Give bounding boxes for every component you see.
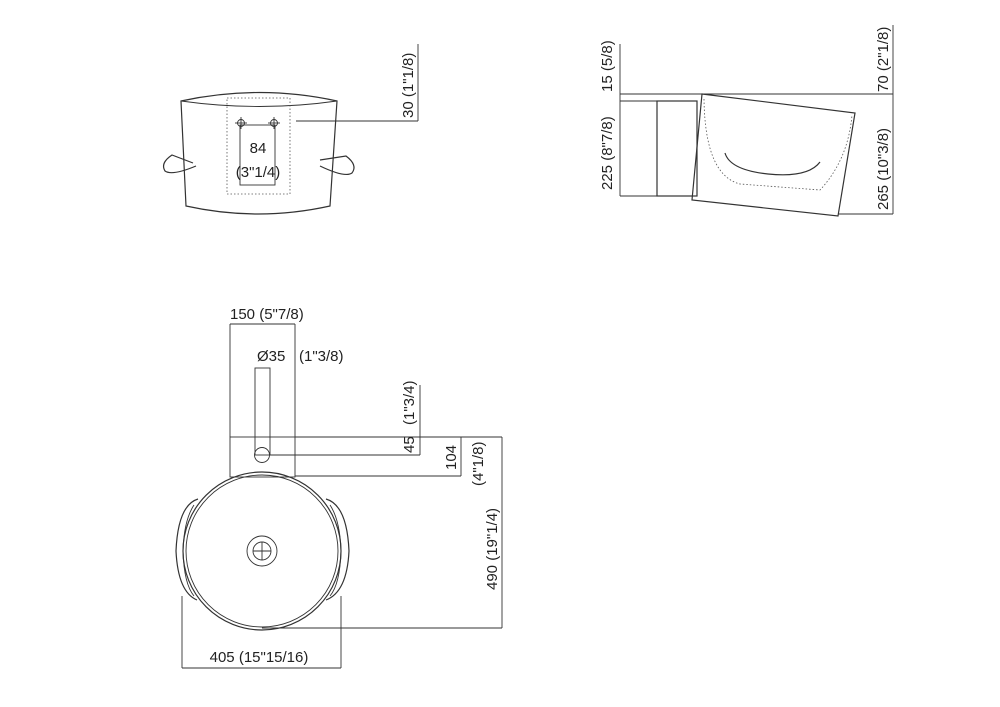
plan-handle-right-icon <box>325 498 350 601</box>
plan-handle-right-inner <box>329 504 342 597</box>
front-view-basin-outline <box>180 91 338 215</box>
side-rim-thickness-label: 15 (5/8) <box>599 40 616 92</box>
side-basin-height-label: 265 (10"3/8) <box>875 128 892 210</box>
hole-offset-label: 45 <box>401 436 418 453</box>
plan-view: 150 (5"7/8) Ø35 (1"3/8) 45 (1"3/4) 104 (… <box>175 306 503 669</box>
deck-depth-inch-label: (4"1/8) <box>470 441 487 486</box>
side-basin-hidden-bowl <box>703 98 853 191</box>
tap-hole-leader <box>254 367 271 456</box>
front-view-rim-line <box>180 100 338 107</box>
front-view: 30 (1"1/8) 84 (3"1/4) <box>162 44 419 215</box>
tap-spacing-inch-label: (3"1/4) <box>236 164 281 181</box>
tap-spacing-label: 84 <box>250 140 267 157</box>
side-wall-height-label: 225 (8"7/8) <box>599 116 616 190</box>
hole-offset-inch-label: (1"3/4) <box>401 380 418 425</box>
drain-icon <box>246 535 278 567</box>
hole-diameter-label: Ø35 <box>257 348 285 365</box>
side-basin-outline <box>691 93 856 217</box>
side-wall-block <box>656 100 698 197</box>
plan-handle-left-inner <box>182 504 195 597</box>
side-total-height-label: 70 (2"1/8) <box>875 27 892 92</box>
deck-depth-label: 104 <box>443 445 460 470</box>
tap-deck-block <box>229 436 296 478</box>
tap-hole-circle <box>254 447 270 463</box>
tap-hole-left-icon <box>235 117 247 129</box>
front-rim-height-label: 30 (1"1/8) <box>400 53 417 118</box>
tap-hole-right-icon <box>268 117 280 129</box>
plan-handle-left-icon <box>175 498 199 601</box>
front-view-handle-left-icon <box>162 154 197 174</box>
total-depth-label: 490 (19"1/4) <box>484 508 501 590</box>
side-view: 15 (5/8) 225 (8"7/8) 70 (2"1/8) 265 (10"… <box>599 25 894 217</box>
basin-plan-inner <box>185 474 339 628</box>
deck-width-label: 150 (5"7/8) <box>230 306 304 323</box>
side-handle-icon <box>724 152 821 176</box>
front-view-label-box <box>239 124 276 186</box>
hole-diameter-inch-label: (1"3/8) <box>299 348 344 365</box>
basin-width-label: 405 (15"15/16) <box>210 649 309 666</box>
front-view-handle-right-icon <box>319 155 355 176</box>
front-view-tap-deck-hidden <box>226 97 291 195</box>
